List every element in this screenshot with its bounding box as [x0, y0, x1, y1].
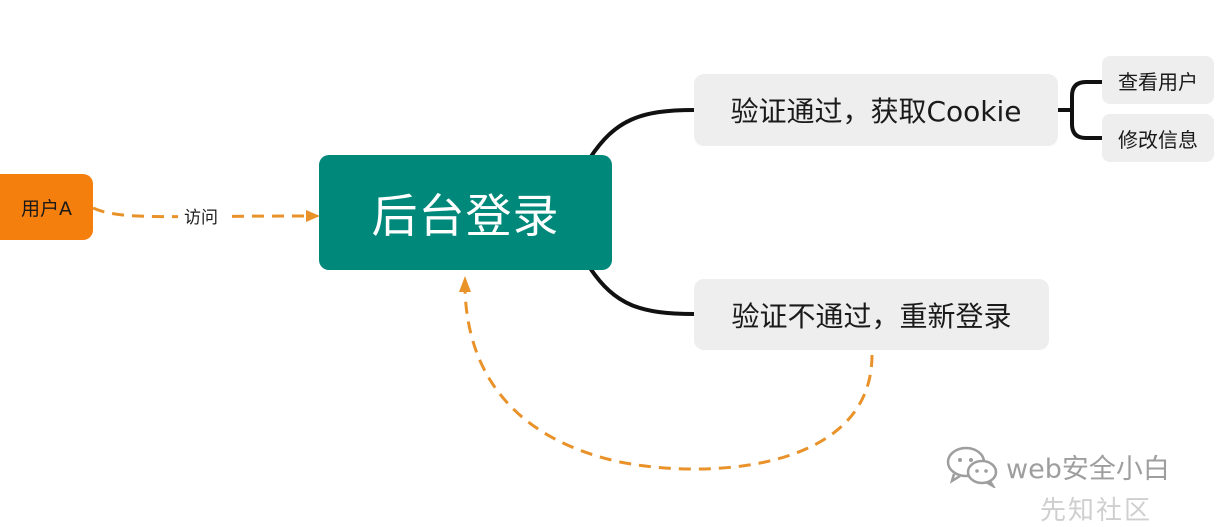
- retry-arrowhead: [459, 276, 471, 292]
- watermark-text: web安全小白: [1006, 453, 1170, 485]
- leaf-label: 查看用户: [1118, 69, 1198, 94]
- connector-fail: [588, 266, 695, 316]
- user-node-label: 用户A: [21, 197, 72, 220]
- central-node-label: 后台登录: [371, 188, 560, 243]
- leaf-label: 修改信息: [1118, 127, 1198, 152]
- user-node[interactable]: 用户A: [0, 174, 93, 240]
- branch-success-node[interactable]: 验证通过，获取Cookie: [694, 74, 1058, 146]
- branch-fail-node[interactable]: 验证不通过，重新登录: [694, 279, 1049, 350]
- leaf-node-edit-info[interactable]: 修改信息: [1102, 114, 1214, 162]
- watermark-secondary: 先知社区: [1040, 496, 1153, 526]
- branch-fail-label: 验证不通过，重新登录: [731, 299, 1012, 333]
- watermark: web安全小白: [944, 444, 1170, 488]
- leaf-node-view-users[interactable]: 查看用户: [1102, 56, 1214, 104]
- branch-success-label: 验证通过，获取Cookie: [730, 95, 1022, 128]
- connector-success: [588, 108, 695, 160]
- retry-arrow: [463, 289, 874, 471]
- access-arrow: [92, 206, 309, 219]
- wechat-icon: [946, 446, 998, 488]
- access-edge-label: 访问: [178, 203, 224, 228]
- connector-leaves: [1058, 80, 1102, 140]
- central-node[interactable]: 后台登录: [319, 155, 612, 270]
- access-arrowhead: [306, 210, 320, 222]
